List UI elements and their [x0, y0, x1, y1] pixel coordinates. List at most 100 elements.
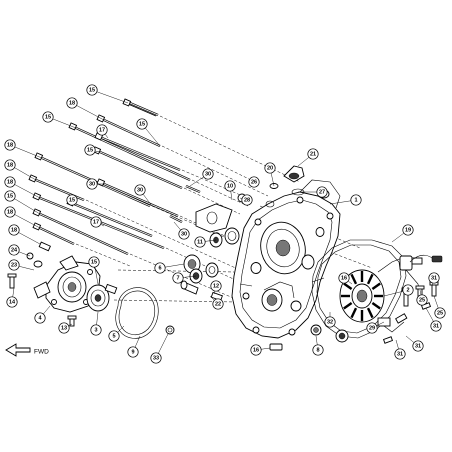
callout-number: 4 [38, 315, 42, 321]
callout-circle [248, 176, 260, 188]
callout-circle [241, 194, 253, 206]
callout-number: 8 [316, 347, 319, 353]
callout-circle [194, 236, 206, 248]
callout-bolt: 15 [136, 118, 161, 147]
callout-number: 18 [7, 209, 13, 215]
callout-number: 3 [94, 327, 97, 333]
callout-bolt: 29 [366, 321, 385, 334]
callout-number: 30 [205, 171, 211, 177]
callout-circle [88, 256, 100, 268]
callout-washer: 28 [239, 194, 253, 206]
callout-washer: 33 [150, 333, 169, 364]
callout-number: 30 [181, 231, 187, 237]
callout-circle [84, 144, 96, 156]
callout-number: 21 [310, 151, 316, 157]
callout-fitting: 23 [8, 259, 35, 271]
callout-number: 24 [11, 247, 18, 253]
callout-number: 16 [253, 347, 259, 353]
callout-bolt: 15 [86, 84, 129, 104]
callout-bearing: 7 [172, 272, 197, 284]
callout-circle [210, 280, 222, 292]
callout-circle [4, 190, 16, 202]
pump-gasket [115, 287, 159, 339]
callout-number: 25 [419, 297, 425, 303]
callout-circle [96, 124, 108, 136]
callout-leader [9, 211, 41, 229]
callout-number: 31 [433, 323, 439, 329]
callout-circle [434, 307, 446, 319]
callout-bolt: 30 [134, 184, 153, 207]
gasket [311, 239, 407, 339]
callout-bolt: 18 [4, 176, 41, 199]
callout-number: 15 [45, 114, 51, 120]
callout-bolt: 31 [405, 335, 424, 352]
callout-circle [90, 216, 102, 228]
callout-bolt: 31 [428, 272, 440, 287]
callout-number: 33 [153, 355, 159, 361]
callout-circle [6, 296, 18, 308]
callout-circle [134, 184, 146, 196]
callout-circle [338, 272, 350, 284]
callout-circle [307, 148, 319, 160]
callout-oil-seal: 10 [224, 180, 236, 201]
callout-circle [172, 272, 184, 284]
callout-number: 30 [137, 187, 143, 193]
callout-screw: 25 [416, 289, 428, 306]
callout-number: 13 [61, 325, 67, 331]
callout-circle [324, 316, 336, 328]
callout-number: 17 [93, 219, 99, 225]
callout-circle [212, 298, 224, 310]
callout-bolt: 15 [84, 144, 101, 156]
callout-circle [90, 324, 102, 336]
bolt-short-b [169, 215, 183, 223]
callout-dowel: 16 [250, 344, 271, 356]
callout-circle [416, 294, 428, 306]
bolt-10 [66, 198, 153, 238]
callout-number: 32 [327, 319, 333, 325]
callout-number: 18 [7, 179, 13, 185]
callout-number: 20 [267, 165, 273, 171]
callout-bolt: 15 [66, 194, 78, 206]
callout-number: 31 [397, 351, 403, 357]
callout-impeller: 3 [90, 311, 102, 336]
callout-number: 17 [99, 127, 105, 133]
callout-number: 5 [112, 333, 115, 339]
callout-leader [9, 195, 41, 215]
callout-circle [4, 159, 16, 171]
callout-bolt: 15 [88, 256, 100, 285]
callout-number: 7 [176, 275, 179, 281]
callout-circle [250, 344, 262, 356]
callout-number: 18 [69, 100, 75, 106]
forward-arrow [5, 343, 31, 357]
bolt-4 [94, 132, 181, 172]
callout-circle [4, 139, 16, 151]
callout-circle [66, 97, 78, 109]
callout-bolt: 17 [90, 216, 105, 228]
callout-circle [412, 340, 424, 352]
callout-number: 15 [139, 121, 145, 127]
callout-fitting: 24 [8, 244, 31, 257]
callout-number: 14 [9, 299, 16, 305]
callout-circle [127, 346, 139, 358]
callout-gasket: 5 [108, 325, 125, 342]
callout-dipstick: 21 [297, 148, 319, 167]
callout-number: 28 [244, 197, 250, 203]
callout-circle [8, 244, 20, 256]
callout-leader [71, 102, 105, 121]
callout-bolt: 18 [66, 97, 105, 121]
callout-number: 27 [319, 189, 325, 195]
callout-circle [4, 206, 16, 218]
callout-o-ring: 9 [127, 335, 141, 358]
callout-circle [34, 312, 46, 324]
callout-number: 6 [158, 265, 161, 271]
callout-circle [402, 284, 414, 296]
callout-circle [428, 272, 440, 284]
callout-pin: 22 [209, 295, 224, 310]
callout-circle [86, 178, 98, 190]
callout-circle [202, 168, 214, 180]
callout-number: 15 [91, 259, 97, 265]
callout-leader [91, 89, 129, 104]
callout-circle [154, 262, 166, 274]
callout-number: 2 [406, 287, 409, 293]
callout-number: 30 [89, 181, 95, 187]
